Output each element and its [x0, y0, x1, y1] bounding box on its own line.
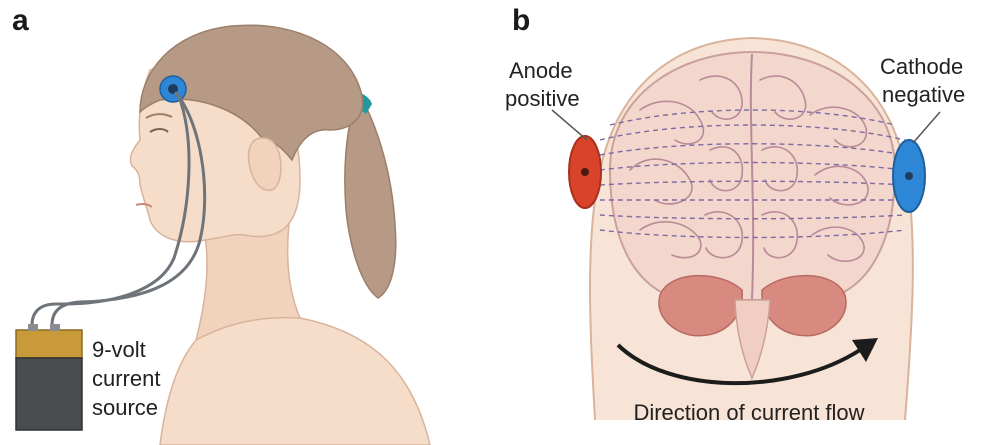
current-flow-arrowhead [852, 338, 878, 362]
battery-top [15, 329, 83, 359]
ponytail [344, 90, 397, 299]
cathode-label-line2: negative [882, 82, 965, 107]
ear [247, 137, 282, 192]
anode-label-line1: Anode [509, 58, 573, 83]
battery-terminal-left [28, 324, 38, 331]
eyebrow [145, 113, 173, 119]
brain-gyri [629, 75, 869, 263]
neck [194, 214, 302, 342]
anode-label-line2: positive [505, 86, 580, 111]
battery-label-line1: 9-volt [92, 337, 146, 362]
wire-back [30, 93, 191, 326]
anode-leader [551, 109, 588, 141]
panel-a-letter: a [12, 4, 29, 37]
battery-terminal-right [50, 324, 60, 331]
cathode-label-line1: Cathode [880, 54, 963, 79]
panel-b: b [505, 4, 965, 425]
current-flow-arrow [616, 343, 862, 386]
panel-b-letter: b [512, 4, 530, 37]
forehead-electrode-center [168, 84, 178, 94]
brainstem [734, 299, 771, 380]
battery-label-line2: current [92, 366, 160, 391]
hair [139, 24, 364, 162]
anode-electrode-center [581, 168, 589, 176]
battery-body [15, 357, 83, 431]
cerebellum-right [761, 274, 847, 337]
eye [149, 128, 169, 133]
cathode-leader [912, 111, 941, 144]
current-field-lines [599, 109, 906, 239]
panel-a: a 9-volt current source [12, 4, 431, 445]
flow-caption: Direction of current flow [633, 400, 864, 425]
brain-midline [749, 53, 755, 301]
cathode-electrode-center [905, 172, 913, 180]
lips [135, 202, 153, 208]
battery-label-line3: source [92, 395, 158, 420]
